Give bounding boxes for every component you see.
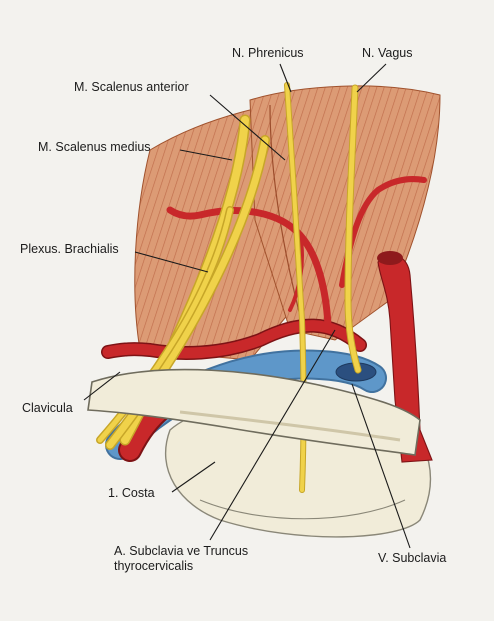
- leader-subclavia-vein: [351, 383, 411, 549]
- clavicle: [87, 368, 421, 456]
- label-subclavia-artery-line2: thyrocervicalis: [114, 559, 194, 573]
- label-clavicula: Clavicula: [22, 401, 73, 415]
- label-plexus-brachialis: Plexus. Brachialis: [20, 242, 119, 256]
- label-vagus: N. Vagus: [362, 46, 413, 60]
- clavicle-shading: [179, 410, 401, 442]
- thyrocervical-trunk: [166, 206, 332, 329]
- leader-vagus: [356, 63, 387, 93]
- leader-scalenus-medius: [179, 149, 233, 161]
- rib-lower-edge: [199, 499, 406, 520]
- leader-clavicula: [83, 371, 121, 401]
- aortic-opening: [377, 251, 403, 265]
- label-phrenicus: N. Phrenicus: [232, 46, 304, 60]
- leader-plexus-brachialis: [134, 251, 209, 273]
- label-scalenus-medius: M. Scalenus medius: [38, 140, 151, 154]
- label-costa: 1. Costa: [108, 486, 155, 500]
- label-subclavia-vein: V. Subclavia: [378, 551, 447, 565]
- leader-phrenicus: [279, 63, 292, 93]
- leader-subclavia-artery: [209, 329, 336, 541]
- vagus-nerve-fill: [345, 85, 361, 373]
- leader-scalenus-anterior: [209, 94, 286, 161]
- label-scalenus-anterior: M. Scalenus anterior: [74, 80, 189, 94]
- label-subclavia-artery-line1: A. Subclavia ve Truncus: [114, 544, 249, 558]
- leader-lines: [83, 63, 411, 549]
- leader-costa: [171, 461, 216, 493]
- label-subclavia-artery: A. Subclavia ve Truncus thyrocervicalis: [114, 544, 344, 574]
- subclavian-artery-fill: [102, 320, 366, 359]
- aortic-vessel: [377, 255, 433, 463]
